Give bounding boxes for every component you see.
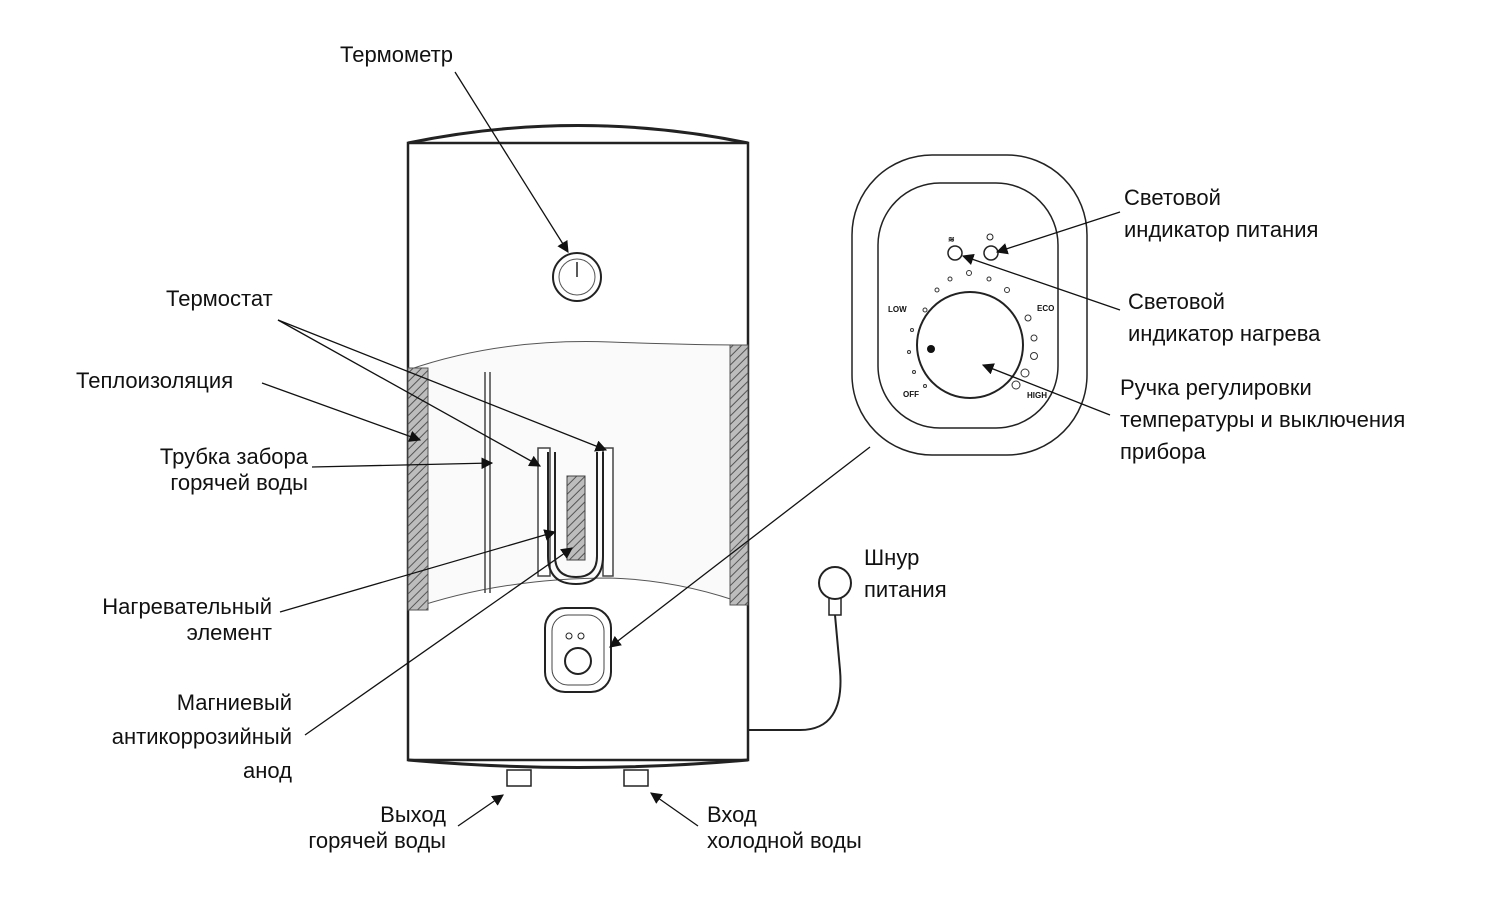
dial-low: LOW <box>888 305 907 314</box>
label-hot-out: Выход горячей воды <box>270 802 446 854</box>
label-knob-line2: температуры и выключения <box>1120 407 1406 432</box>
dial-off: OFF <box>903 390 919 399</box>
label-hot-pipe: Трубка забора горячей воды <box>110 444 308 496</box>
label-knob-line3: прибора <box>1120 439 1206 464</box>
label-power-led-line2: индикатор питания <box>1124 217 1319 242</box>
dial-eco: ECO <box>1037 304 1054 313</box>
label-cord-line2: питания <box>864 577 947 602</box>
label-cold-in-line2: холодной воды <box>707 828 862 853</box>
label-anode-line3: анод <box>243 758 292 783</box>
label-heater-line1: Нагревательный <box>102 594 272 619</box>
power-cord <box>748 566 852 731</box>
label-insulation: Теплоизоляция <box>76 368 234 393</box>
hot-outlet-pipe <box>506 769 532 787</box>
heat-indicator-led <box>947 245 963 261</box>
label-heat-led-line2: индикатор нагрева <box>1128 321 1321 346</box>
control-panel-enlarged: ≋ LOW ECO OFF HIGH <box>851 154 1088 456</box>
label-thermostat: Термостат <box>166 286 273 311</box>
insulation-left <box>407 367 429 611</box>
label-cord-line1: Шнур <box>864 545 920 570</box>
label-hot-pipe-line1: Трубка забора <box>159 444 308 469</box>
dial-high: HIGH <box>1027 391 1047 400</box>
cutaway-interior <box>407 341 749 611</box>
heat-symbol-icon: ≋ <box>948 235 955 244</box>
label-thermometer: Термометр <box>340 42 453 67</box>
label-cold-in-line1: Вход <box>707 802 757 827</box>
knob-pointer <box>927 345 935 353</box>
label-knob: Ручка регулировки температуры и выключен… <box>1120 372 1405 468</box>
label-power-led: Световой индикатор питания <box>1124 182 1318 246</box>
power-indicator-led <box>983 245 999 261</box>
label-heater-line2: элемент <box>186 620 272 645</box>
control-panel-small <box>544 607 612 693</box>
callout-lines <box>261 71 1121 827</box>
plug-icon <box>818 566 852 600</box>
label-cold-in: Вход холодной воды <box>707 802 862 854</box>
thermometer-icon <box>552 252 602 302</box>
label-anode-line2: антикоррозийный <box>111 724 292 749</box>
label-power-led-line1: Световой <box>1124 185 1221 210</box>
magnesium-anode <box>566 475 586 561</box>
label-heat-led-line1: Световой <box>1128 289 1225 314</box>
label-heat-led: Световой индикатор нагрева <box>1128 286 1320 350</box>
label-anode: Магниевый антикоррозийный анод <box>62 686 292 788</box>
temperature-knob <box>916 291 1024 399</box>
label-cord: Шнур питания <box>864 542 947 606</box>
label-anode-line1: Магниевый <box>176 690 292 715</box>
label-hot-out-line2: горячей воды <box>308 828 446 853</box>
heating-element <box>547 452 604 586</box>
label-heater: Нагревательный элемент <box>62 594 272 646</box>
label-knob-line1: Ручка регулировки <box>1120 375 1312 400</box>
label-hot-out-line1: Выход <box>380 802 446 827</box>
label-hot-pipe-line2: горячей воды <box>170 470 308 495</box>
cold-inlet-pipe <box>623 769 649 787</box>
insulation-right <box>729 344 749 606</box>
